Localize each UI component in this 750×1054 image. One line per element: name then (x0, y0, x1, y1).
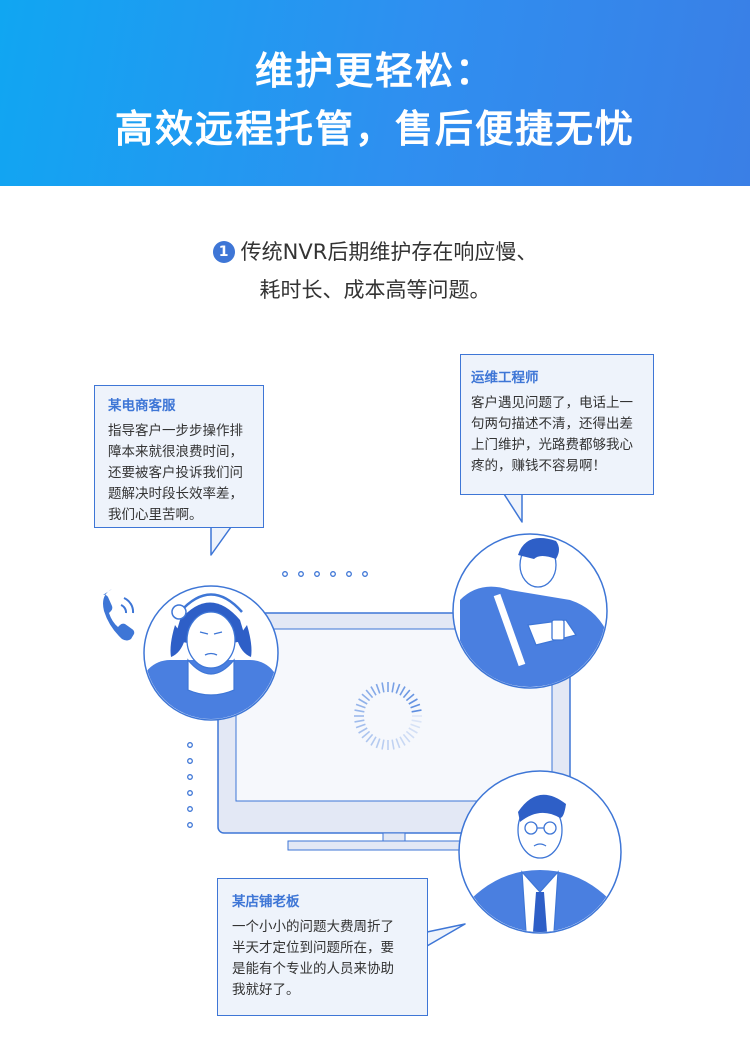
spinner-tick (411, 719, 422, 723)
number-badge: 1 (212, 241, 235, 263)
spinner-tick (391, 739, 395, 750)
loading-spinner-icon (354, 682, 422, 750)
spinner-tick (399, 736, 406, 746)
spinner-tick (358, 698, 368, 705)
bubble-text: 客户遇见问题了，电话上一 句两句描述不清，还得出差 上门维护，光路费都够我心 疼… (471, 395, 633, 474)
dot-column-decoration (187, 742, 193, 828)
store-owner-avatar (458, 770, 622, 934)
spinner-tick (410, 723, 421, 729)
bubble-text: 一个小小的问题大费周折了 半天才定位到问题所在，要 是能有个专业的人员来协助 我… (232, 919, 394, 998)
spinner-tick (358, 727, 368, 734)
bubble-tail-store-owner (426, 923, 466, 947)
spinner-tick (405, 693, 415, 702)
spinner-tick (381, 682, 385, 693)
bubble-title: 运维工程师 (471, 370, 539, 386)
spinner-tick (402, 733, 411, 743)
dot-row-decoration (282, 571, 368, 577)
banner-subtitle: 高效远程托管，售后便捷无忧 (114, 107, 635, 151)
spinner-tick (381, 739, 385, 750)
spinner-tick (361, 693, 371, 702)
spinner-tick (395, 683, 401, 694)
spinner-tick (370, 686, 377, 696)
spinner-tick (355, 703, 366, 709)
bubble-title: 某店铺老板 (232, 894, 300, 910)
speech-bubble-engineer: 运维工程师 客户遇见问题了，电话上一 句两句描述不清，还得出差 上门维护，光路费… (460, 354, 654, 495)
spinner-tick (354, 709, 365, 713)
point-text-2: 耗时长、成本高等问题。 (259, 278, 491, 302)
engineer-avatar (452, 533, 608, 689)
spinner-tick (354, 719, 365, 723)
spinner-tick (405, 730, 415, 739)
spinner-tick (410, 703, 421, 709)
spinner-tick (375, 738, 381, 749)
spinner-tick (402, 689, 411, 699)
bubble-tail-customer-service (210, 526, 232, 556)
spinner-tick (408, 727, 418, 734)
spinner-tick (375, 683, 381, 694)
spinner-tick (408, 698, 418, 705)
spinner-tick (355, 723, 366, 729)
spinner-tick (411, 709, 422, 713)
phone-call-icon (103, 589, 135, 641)
header-banner: 维护更轻松： 高效远程托管，售后便捷无忧 (0, 0, 750, 186)
spinner-tick (370, 736, 377, 746)
point-text-1: 传统NVR后期维护存在响应慢、 (240, 240, 538, 264)
spinner-tick (395, 738, 401, 749)
point-heading-line2: 耗时长、成本高等问题。 (0, 272, 750, 308)
speech-bubble-customer-service: 某电商客服 指导客户一步步操作排 障本来就很浪费时间， 还要被客户投诉我们问 题… (94, 385, 264, 528)
bubble-tail-engineer (503, 493, 523, 523)
spinner-tick (365, 733, 374, 743)
spinner-tick (399, 686, 406, 696)
banner-title: 维护更轻松： (254, 49, 495, 93)
bubble-title: 某电商客服 (108, 398, 176, 414)
spinner-tick (365, 689, 374, 699)
bubble-text: 指导客户一步步操作排 障本来就很浪费时间， 还要被客户投诉我们问 题解决时段长效… (108, 423, 243, 523)
spinner-tick (391, 682, 395, 693)
spinner-tick (361, 730, 371, 739)
speech-bubble-store-owner: 某店铺老板 一个小小的问题大费周折了 半天才定位到问题所在，要 是能有个专业的人… (217, 878, 428, 1016)
